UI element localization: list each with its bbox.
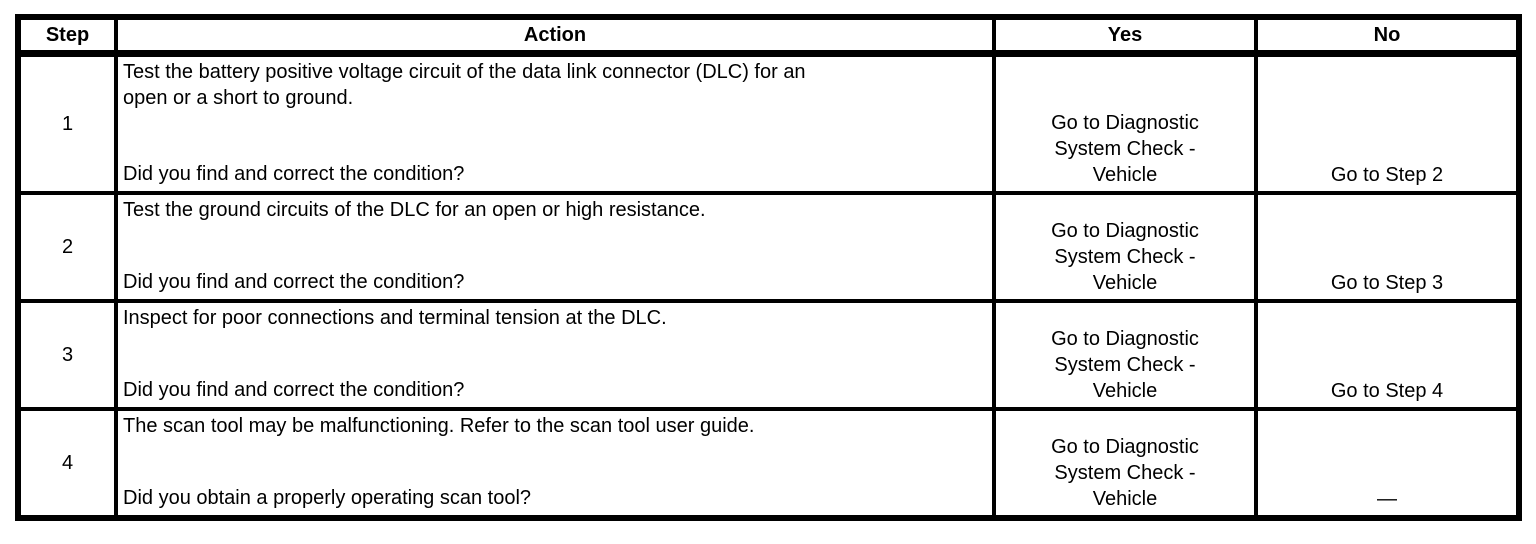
action-question: Did you obtain a properly operating scan…: [123, 486, 532, 509]
table-row-step-1: 1 Test the battery positive voltage circ…: [16, 51, 1521, 195]
action-cell: The scan tool may be malfunctioning. Ref…: [114, 406, 996, 520]
step-number: 2: [16, 190, 118, 303]
col-header-yes: Yes: [992, 15, 1258, 57]
table-row-step-3: 3 Inspect for poor connections and termi…: [16, 298, 1521, 411]
action-cell: Test the ground circuits of the DLC for …: [114, 190, 996, 303]
action-question: Did you find and correct the condition?: [123, 270, 465, 293]
no-result: Go to Step 4: [1330, 379, 1444, 402]
diagnostic-steps-table: Step Action Yes No 1 Test the battery po…: [15, 14, 1522, 521]
step-number: 4: [16, 406, 118, 520]
action-question: Did you find and correct the condition?: [123, 378, 465, 401]
no-cell: Go to Step 2: [1254, 51, 1521, 195]
yes-result: Go to Diagnostic System Check - Vehicle: [1051, 111, 1199, 186]
col-header-action: Action: [114, 15, 996, 57]
action-instruction: Test the ground circuits of the DLC for …: [123, 198, 706, 221]
action-cell: Test the battery positive voltage circui…: [114, 51, 996, 195]
yes-cell: Go to Diagnostic System Check - Vehicle: [992, 51, 1258, 195]
action-question: Did you find and correct the condition?: [123, 162, 465, 185]
col-header-step: Step: [16, 15, 118, 57]
step-number: 3: [16, 298, 118, 411]
yes-cell: Go to Diagnostic System Check - Vehicle: [992, 190, 1258, 303]
step-number: 1: [16, 51, 118, 195]
table-row-step-2: 2 Test the ground circuits of the DLC fo…: [16, 190, 1521, 303]
action-cell: Inspect for poor connections and termina…: [114, 298, 996, 411]
action-instruction: Test the battery positive voltage circui…: [123, 60, 806, 109]
no-result: —: [1377, 487, 1397, 510]
yes-result: Go to Diagnostic System Check - Vehicle: [1051, 327, 1199, 402]
yes-result: Go to Diagnostic System Check - Vehicle: [1051, 435, 1199, 510]
action-cell-content: Test the ground circuits of the DLC for …: [118, 195, 992, 299]
col-header-no: No: [1254, 15, 1521, 57]
action-cell-content: Test the battery positive voltage circui…: [118, 57, 992, 191]
no-cell: —: [1254, 406, 1521, 520]
table-row-step-4: 4 The scan tool may be malfunctioning. R…: [16, 406, 1521, 520]
yes-cell: Go to Diagnostic System Check - Vehicle: [992, 298, 1258, 411]
action-cell-content: The scan tool may be malfunctioning. Ref…: [118, 411, 992, 515]
yes-cell: Go to Diagnostic System Check - Vehicle: [992, 406, 1258, 520]
header-row: Step Action Yes No: [16, 15, 1521, 57]
action-instruction: The scan tool may be malfunctioning. Ref…: [123, 414, 755, 437]
no-cell: Go to Step 3: [1254, 190, 1521, 303]
yes-result: Go to Diagnostic System Check - Vehicle: [1051, 219, 1199, 294]
no-result: Go to Step 2: [1330, 163, 1444, 186]
no-cell: Go to Step 4: [1254, 298, 1521, 411]
action-instruction: Inspect for poor connections and termina…: [123, 306, 667, 329]
no-result: Go to Step 3: [1330, 271, 1444, 294]
action-cell-content: Inspect for poor connections and termina…: [118, 303, 992, 407]
